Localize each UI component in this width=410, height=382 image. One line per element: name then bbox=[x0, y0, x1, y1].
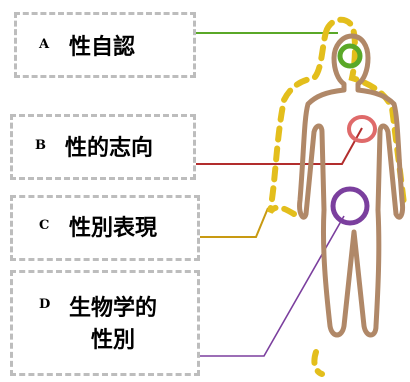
orientation-ring bbox=[347, 115, 377, 143]
label-box-c: C 性別表現 bbox=[10, 195, 200, 261]
label-term-b: 性的志向 bbox=[65, 136, 154, 161]
label-box-d: D 生物学的 性別 bbox=[10, 270, 200, 376]
label-box-b: B 性的志向 bbox=[10, 114, 196, 180]
label-term-d: 生物学的 性別 bbox=[69, 296, 158, 353]
label-letter-d: D bbox=[39, 297, 51, 312]
label-box-a: A 性自認 bbox=[14, 12, 196, 78]
label-term-c: 性別表現 bbox=[69, 216, 158, 241]
body-outline bbox=[297, 33, 405, 338]
expression-outline bbox=[267, 16, 407, 377]
label-letter-c: C bbox=[39, 218, 50, 233]
label-letter-a: A bbox=[39, 37, 50, 52]
identity-ring bbox=[337, 43, 363, 69]
biological-ring bbox=[330, 186, 370, 226]
connector-line-c bbox=[200, 207, 269, 238]
connector-line-d bbox=[200, 215, 345, 357]
label-letter-b: B bbox=[35, 138, 46, 153]
label-term-a: 性自認 bbox=[69, 35, 136, 60]
